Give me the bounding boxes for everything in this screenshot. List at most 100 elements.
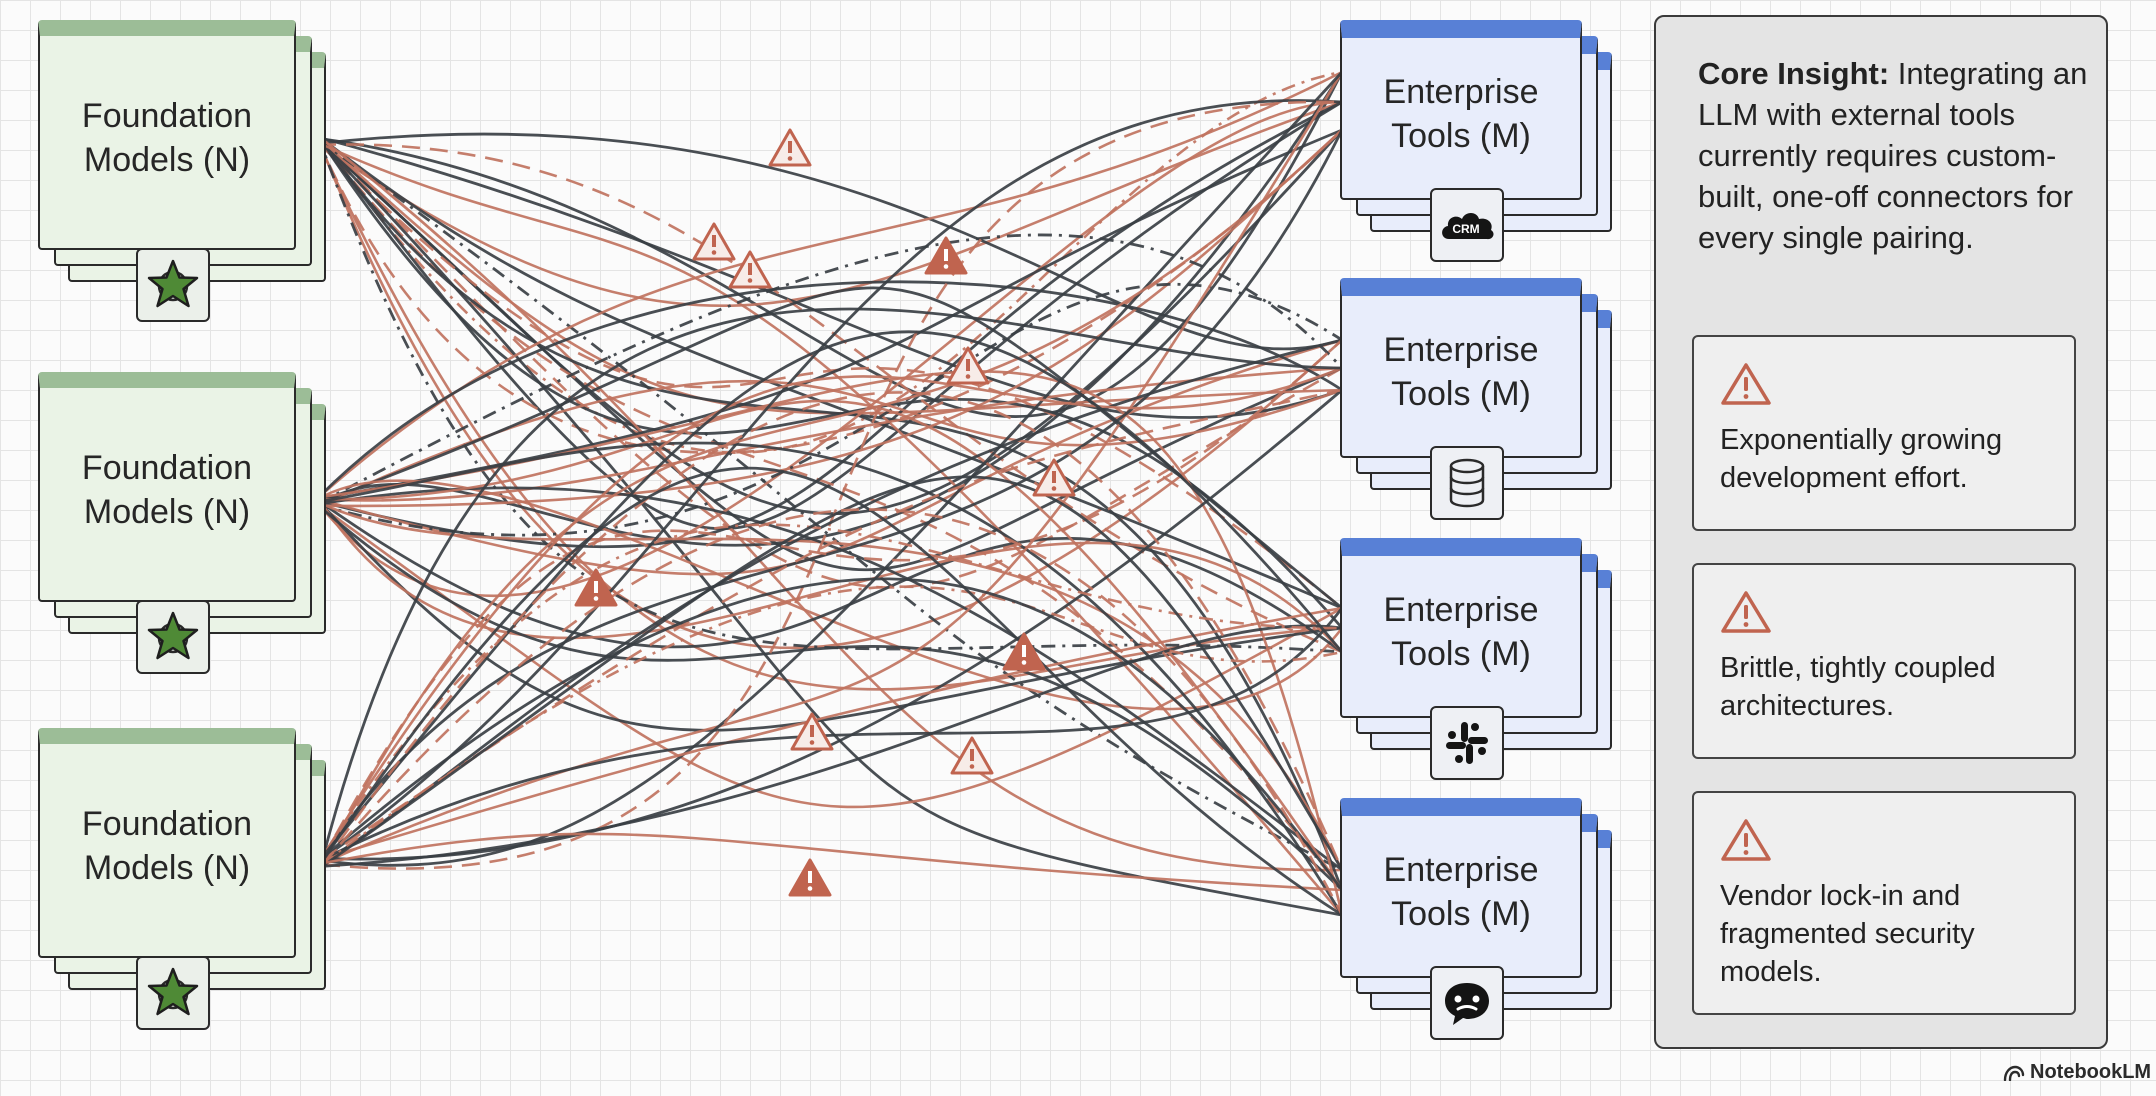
- star-icon: [136, 600, 210, 674]
- connector-line: [316, 138, 1343, 917]
- warning-icon: [728, 250, 772, 289]
- connector-line: [317, 143, 1343, 654]
- connector-line: [320, 307, 1343, 862]
- connector-line: [317, 134, 1343, 610]
- connector-line: [320, 129, 1344, 858]
- connector-line: [317, 399, 1344, 891]
- foundation-model-label: Foundation Models (N): [81, 449, 253, 531]
- connector-line: [317, 141, 1343, 916]
- connector-line: [321, 606, 1343, 861]
- connector-line: [316, 141, 1343, 691]
- core-insight-text: Core Insight: Integrating an LLM with ex…: [1698, 53, 2090, 258]
- connector-line: [321, 585, 1343, 867]
- enterprise-tool-card: Enterprise Tools (M): [1340, 538, 1582, 718]
- warning-icon: [1002, 632, 1046, 671]
- connector-line: [321, 577, 1344, 891]
- connector-line: [317, 132, 1343, 351]
- crm-cloud-icon: CRM: [1430, 188, 1504, 262]
- connector-line: [316, 135, 1343, 654]
- connector-line: [316, 100, 1343, 598]
- enterprise-tool-card: Enterprise Tools (M): [1340, 798, 1582, 978]
- connector-line: [316, 100, 1343, 531]
- connector-line: [321, 338, 1343, 865]
- connector-line: [317, 499, 1343, 654]
- connector-line: [317, 71, 1344, 547]
- connector-line: [316, 70, 1343, 454]
- connector-line: [316, 137, 1344, 891]
- warning-icon: [788, 858, 832, 897]
- connector-line: [320, 391, 1344, 871]
- connector-line: [317, 286, 1343, 610]
- connector-line: [317, 135, 1343, 419]
- star-icon: [136, 956, 210, 1030]
- risk-card: Exponentially growing development effort…: [1692, 335, 2076, 531]
- connector-line: [316, 499, 1343, 732]
- warning-icon: [1721, 819, 1771, 861]
- core-insight-body: Integrating an LLM with external tools c…: [1698, 56, 2088, 255]
- connector-line: [321, 475, 1344, 871]
- chat-bubble-icon: [1430, 966, 1504, 1040]
- connector-line: [317, 366, 1343, 502]
- notebooklm-logo-icon: [2003, 1065, 2025, 1081]
- connector-line: [320, 330, 1344, 859]
- foundation-model-label: Foundation Models (N): [81, 805, 253, 887]
- warning-icon: [574, 568, 618, 607]
- connector-line: [317, 100, 1343, 307]
- connector-line: [317, 370, 1344, 916]
- enterprise-tool-card: Enterprise Tools (M): [1340, 20, 1582, 200]
- warning-icon: [692, 222, 736, 261]
- connector-line: [317, 441, 1344, 916]
- connector-line: [321, 100, 1343, 870]
- notebooklm-brand: NotebookLM: [2003, 1061, 2151, 1084]
- warning-icon: [946, 346, 990, 385]
- warning-icon: [1721, 363, 1771, 405]
- connector-line: [317, 100, 1343, 549]
- connector-line: [321, 508, 1344, 916]
- connector-line: [320, 366, 1343, 858]
- warning-icon: [1032, 458, 1076, 497]
- connector-line: [317, 134, 1343, 872]
- warning-icon: [924, 236, 968, 275]
- connector-line: [317, 379, 1343, 508]
- connector-line: [320, 129, 1343, 866]
- warning-icon: [950, 736, 994, 775]
- star-icon: [136, 248, 210, 322]
- connector-line: [317, 128, 1343, 501]
- connector-line: [317, 138, 1343, 572]
- core-insight-heading: Core Insight:: [1698, 56, 1890, 91]
- warning-icon: [790, 712, 834, 751]
- connector-line: [317, 129, 1343, 508]
- connector-line: [317, 233, 1344, 506]
- connector-line: [316, 135, 1344, 891]
- brand-name: NotebookLM: [2030, 1061, 2152, 1083]
- database-icon: [1430, 446, 1504, 520]
- foundation-model-card: Foundation Models (N): [38, 20, 296, 250]
- connector-line: [321, 624, 1343, 868]
- enterprise-tool-label: Enterprise Tools (M): [1383, 851, 1539, 933]
- connector-line: [317, 138, 1343, 872]
- risk-card: Vendor lock-in and fragmented security m…: [1692, 791, 2076, 1015]
- connector-line: [317, 137, 1343, 589]
- foundation-model-label: Foundation Models (N): [81, 97, 253, 179]
- connector-line: [316, 135, 1344, 629]
- foundation-model-card: Foundation Models (N): [38, 372, 296, 602]
- core-insight-panel: Core Insight: Integrating an LLM with ex…: [1654, 15, 2108, 1049]
- slack-icon: [1430, 706, 1504, 780]
- connector-line: [317, 486, 1343, 872]
- connector-line: [321, 832, 1343, 892]
- connector-line: [316, 138, 1343, 650]
- risk-card: Brittle, tightly coupled architectures.: [1692, 563, 2076, 759]
- connector-line: [317, 141, 1343, 610]
- connector-line: [321, 388, 1343, 861]
- risk-text: Exponentially growing development effort…: [1720, 424, 2003, 494]
- risk-text: Vendor lock-in and fragmented security m…: [1720, 880, 1975, 988]
- risk-text: Brittle, tightly coupled architectures.: [1720, 652, 1996, 722]
- connector-line: [317, 280, 1343, 499]
- warning-icon: [1721, 591, 1771, 633]
- connector-line: [316, 497, 1343, 653]
- enterprise-tool-label: Enterprise Tools (M): [1383, 331, 1539, 413]
- enterprise-tool-label: Enterprise Tools (M): [1383, 73, 1539, 155]
- connector-line: [321, 99, 1343, 861]
- enterprise-tool-card: Enterprise Tools (M): [1340, 278, 1582, 458]
